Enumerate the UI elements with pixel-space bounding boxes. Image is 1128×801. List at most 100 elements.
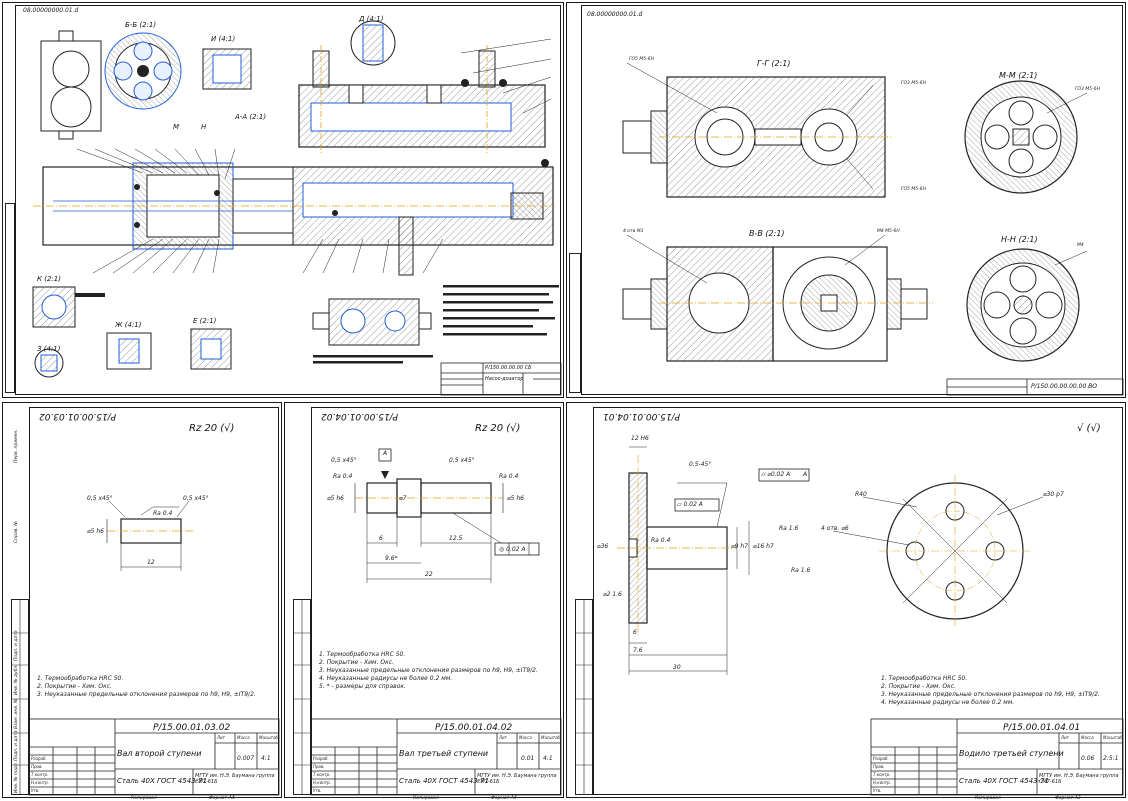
sections-callout-2: ГО3 М5-6Н [901, 81, 926, 86]
sheet-sections-frame [581, 5, 1123, 395]
shaft3-drawing [293, 448, 562, 796]
shaft3-tb-name: Вал третьей ступени [399, 749, 489, 758]
assembly-label-e: Е (2:1) [193, 317, 217, 325]
shaft3-tb-sheet: Копировал [413, 796, 439, 801]
sheet-shaft3-frame [311, 407, 561, 795]
shaft3-dia-mid: ⌀7 [399, 495, 407, 502]
shaft2-tb-format: Формат А4 [209, 796, 235, 801]
sections-label-mm: М-М (2:1) [999, 71, 1038, 80]
flange-plan-dia30: ⌀30 p7 [1043, 491, 1064, 498]
shaft3-chamfer-right: 0,5 х45° [449, 457, 475, 464]
shaft3-note-2: 2. Покрытие - Хим. Окс. [319, 659, 394, 666]
flange-tb-field-tkontr: Т.контр. [873, 772, 891, 777]
flange-tb-material: Сталь 40Х ГОСТ 4543-71 [959, 777, 1050, 785]
assembly-label-z: З (4:1) [37, 345, 61, 353]
assembly-label-zh: Ж (4:1) [115, 321, 142, 329]
shaft2-tb-field-lit: Лит [217, 735, 225, 740]
flange-note-1: 1. Термообработка HRC 50. [881, 675, 968, 682]
flange-dim-30: 30 [673, 664, 681, 671]
sections-label-vv: В-В (2:1) [749, 229, 785, 238]
sheet-shaft2-frame [29, 407, 279, 795]
sections-label-gg: Г-Г (2:1) [757, 59, 791, 68]
assembly-label-m: М [173, 123, 180, 131]
flange-ra-2: Ra 1.6 [779, 525, 799, 532]
shaft2-tb-material: Сталь 40Х ГОСТ 4543-71 [117, 777, 208, 785]
flange-plan-holes: 4 отв. ⌀6 [821, 525, 849, 532]
sections-callout-3: ГО5 М5-6Н [901, 187, 926, 192]
shaft2-tb-field-utv: Утв. [31, 788, 40, 793]
sections-drawing [622, 62, 1124, 396]
shaft3-tb-field-prov: Пров. [313, 764, 325, 769]
shaft3-ra-right: Ra 0.4 [499, 473, 519, 480]
flange-note-2: 2. Покрытие - Хим. Окс. [881, 683, 956, 690]
sheet-assembly-sidebar [5, 203, 15, 393]
shaft3-tb-field-lit: Лит [499, 735, 507, 740]
flange-box-a: А [803, 471, 808, 478]
sections-callout-6: ГО3 М5-6Н [1075, 87, 1100, 92]
shaft3-note-5: 5. * - размеры для справок. [319, 683, 406, 690]
shaft2-tb-mass: 0.007 [237, 755, 255, 762]
shaft2-note-1: 1. Термообработка HRC 50. [37, 675, 124, 682]
assembly-label-bb: Б-Б (2:1) [125, 21, 157, 29]
flange-tb-format: Формат А3 [1055, 796, 1081, 801]
sheet-shaft3: Р/15.00.01.04.02 Rz 20 (√) [284, 402, 564, 801]
shaft3-tolerance: ◎ 0.02 А [499, 546, 526, 553]
shaft2-side-1: Перв. примен. [14, 429, 19, 463]
shaft2-ra: Ra 0.4 [153, 510, 173, 517]
shaft3-tb-scale: 4:1 [543, 755, 553, 762]
flange-dim-12h6: 12 H6 [631, 435, 649, 442]
sheet-flange-frame [593, 407, 1123, 795]
flange-tb-field-nkontr: Н.контр. [873, 780, 891, 785]
shaft3-tb-field-razrab: Разраб. [313, 756, 329, 761]
shaft2-side-5: Взам. инв. № [14, 698, 19, 729]
shaft3-roughness: Rz 20 (√) [475, 423, 521, 434]
shaft2-tb-code: Р/15.00.01.03.02 [153, 723, 231, 733]
shaft2-tb-field-massa: Масса [237, 735, 250, 740]
flange-tb-name: Водило третьей ступени [959, 749, 1064, 758]
flange-tb-code: Р/15.00.01.04.01 [1003, 723, 1081, 733]
flange-dim-chamfer: 0.5-45° [689, 461, 712, 468]
shaft2-side-6: Подп. и дата [14, 730, 19, 761]
sheet-shaft2: Р/15.00.01.03.02 Rz 20 (√) [2, 402, 282, 801]
shaft2-side-4: Инв. № дубл. [14, 664, 19, 695]
sheet-sections: 08.00000000.01.d [566, 2, 1126, 398]
flange-tol-flat: ▱ 0.02 А [677, 501, 703, 508]
shaft3-dim-96: 9.6* [385, 555, 398, 562]
shaft2-dia: ⌀5 h6 [87, 528, 104, 535]
flange-ra-3: Ra 1.6 [791, 567, 811, 574]
sections-callout-7: М4 [1077, 243, 1084, 248]
sheet-flange: Р/15.00.01.04.01 √ (√) [566, 402, 1126, 801]
shaft2-tb-sheet: Копировал [131, 796, 157, 801]
shaft2-side-2: Справ. № [14, 521, 19, 543]
flange-tol-box: ⌭ ⌀0.02 А [761, 471, 791, 478]
shaft3-dim-125: 12.5 [449, 535, 463, 542]
assembly-label-i: И (4:1) [211, 35, 236, 43]
flange-tb-field-razrab: Разраб. [873, 756, 889, 761]
shaft3-tb-field-masshtab: Масштаб [541, 735, 561, 740]
shaft3-tb-mass: 0.01 [521, 755, 535, 762]
shaft3-chamfer-left: 0,5 х45° [331, 457, 357, 464]
flange-dim-6: 6 [633, 629, 637, 636]
sections-label-nn: Н-Н (2:1) [1001, 235, 1038, 244]
shaft3-dia-left: ⌀5 h6 [327, 495, 344, 502]
shaft2-chamfer-left: 0,5 х45° [87, 495, 113, 502]
flange-tb-sheet: Копировал [975, 796, 1001, 801]
shaft2-tb-scale: 4:1 [261, 755, 271, 762]
flange-dia-9: ⌀9 h7 [731, 543, 748, 550]
flange-tb-org: МГТУ им. Н.Э. Баумана группа СМ7-61Б [1039, 773, 1119, 785]
flange-dia-16: ⌀16 h7 [753, 543, 774, 550]
flange-dia-2: ⌀2 1.6 [603, 591, 622, 598]
shaft3-tb-org: МГТУ им. Н.Э. Баумана группа СМ7-61Б [477, 773, 557, 785]
sheet-sections-sidebar [569, 253, 581, 393]
sections-doc-code: Р/150.00.00.00.00 ВО [1031, 383, 1098, 390]
shaft2-note-2: 2. Покрытие - Хим. Окс. [37, 683, 112, 690]
sheet-assembly: 08.00000000.01.d [2, 2, 564, 398]
shaft2-chamfer-right: 0,5 х45° [183, 495, 209, 502]
assembly-label-aa: А-А (2:1) [235, 113, 267, 121]
flange-tb-scale: 2:5:1 [1103, 755, 1119, 762]
flange-tb-field-massa: Масса [1081, 735, 1094, 740]
shaft2-tb-field-tkontr: Т.контр. [31, 772, 49, 777]
shaft3-dim-22: 22 [425, 571, 433, 578]
flange-dim-76: 7.6 [633, 647, 643, 654]
flange-plan-r40: R40 [855, 491, 867, 498]
